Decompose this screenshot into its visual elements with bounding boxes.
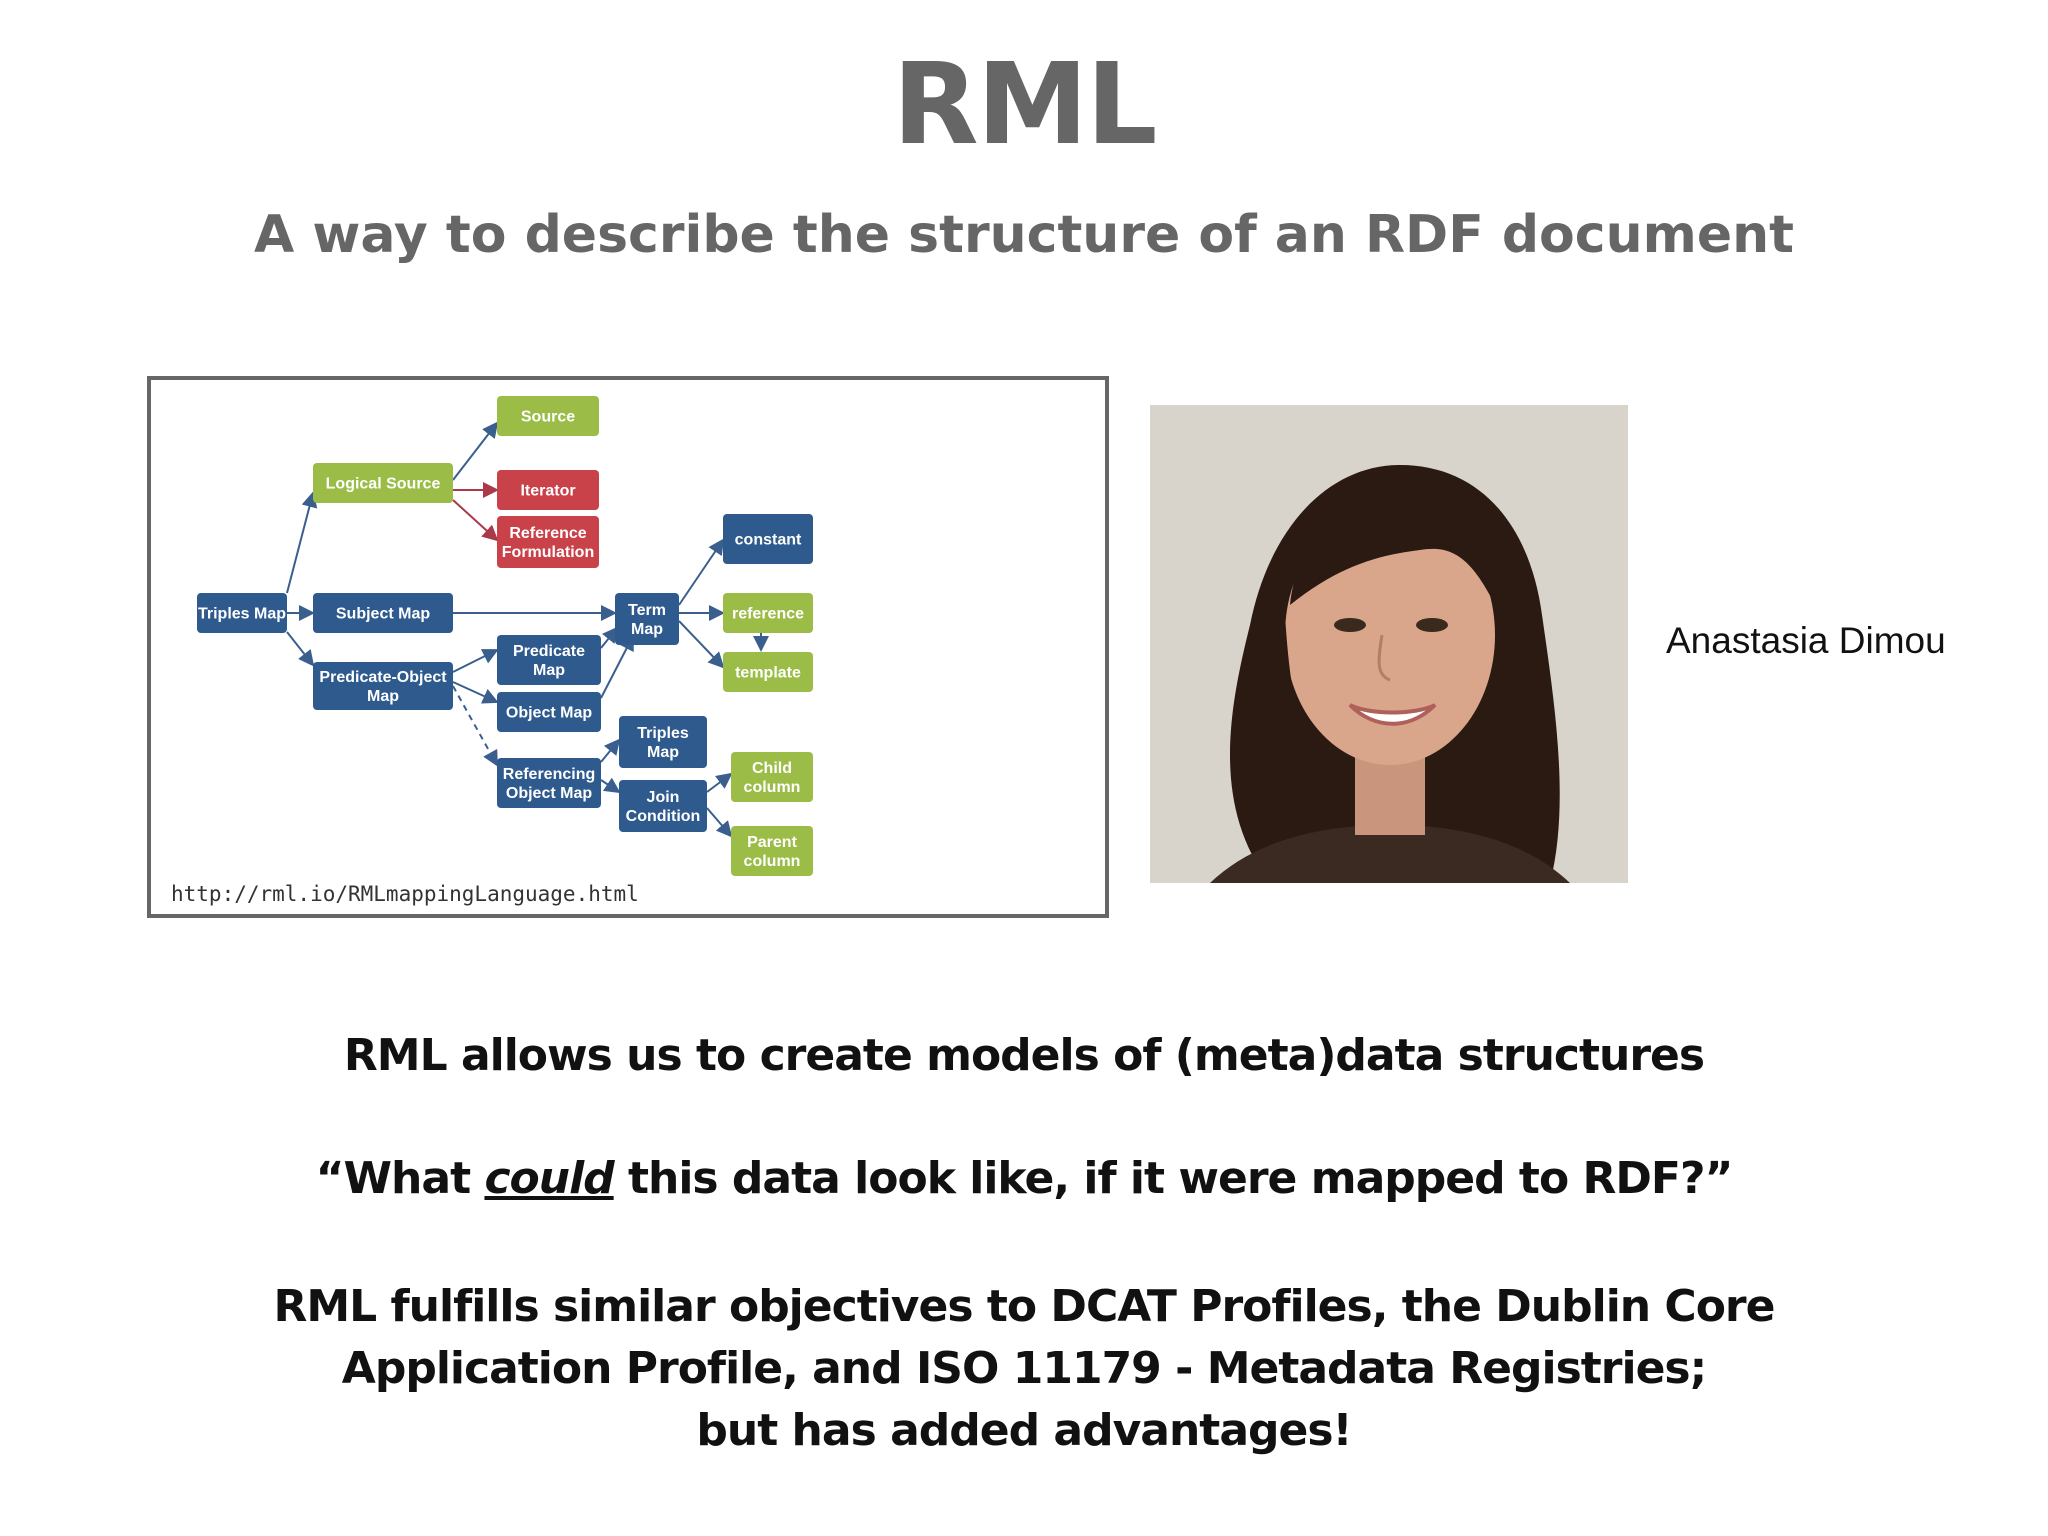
portrait-illustration bbox=[1150, 405, 1628, 883]
node-parent-column: Parent column bbox=[731, 826, 813, 876]
node-label: Map bbox=[631, 621, 663, 638]
comparison-line-1: RML fulfills similar objectives to DCAT … bbox=[273, 1281, 1776, 1332]
node-subject-map: Subject Map bbox=[313, 593, 453, 633]
node-iterator: Iterator bbox=[497, 470, 599, 510]
node-label: Condition bbox=[626, 808, 701, 825]
node-label: Triples bbox=[637, 725, 689, 742]
node-label: Reference bbox=[509, 525, 586, 542]
node-label: Join bbox=[647, 789, 680, 806]
node-label: Logical Source bbox=[326, 476, 441, 493]
node-source: Source bbox=[497, 396, 599, 436]
diagram-source-url: http://rml.io/RMLmappingLanguage.html bbox=[171, 882, 639, 906]
statement-models: RML allows us to create models of (meta)… bbox=[343, 1030, 1705, 1081]
node-reference: reference bbox=[723, 593, 813, 633]
slide-subtitle: A way to describe the structure of an RD… bbox=[254, 205, 1794, 265]
node-constant: constant bbox=[723, 514, 813, 564]
node-template: template bbox=[723, 652, 813, 692]
node-object-map: Object Map bbox=[497, 692, 601, 732]
statement-comparison: RML fulfills similar objectives to DCAT … bbox=[0, 1276, 2048, 1462]
node-label: Object Map bbox=[506, 785, 592, 802]
node-label: column bbox=[744, 779, 801, 796]
portrait-photo bbox=[1150, 405, 1628, 883]
slide-title: RML bbox=[892, 40, 1157, 170]
node-label: Formulation bbox=[502, 544, 594, 561]
node-triples-map: Triples Map bbox=[197, 593, 287, 633]
node-label: Term bbox=[628, 602, 666, 619]
node-child-column: Child column bbox=[731, 752, 813, 802]
node-label: reference bbox=[732, 606, 804, 623]
node-label: Predicate bbox=[513, 643, 585, 660]
node-label: Iterator bbox=[520, 483, 575, 500]
node-label: Referencing bbox=[503, 766, 595, 783]
node-label: Child bbox=[752, 760, 792, 777]
comparison-line-2: Application Profile, and ISO 11179 - Met… bbox=[341, 1343, 1707, 1394]
node-label: Source bbox=[521, 409, 575, 426]
question-part-1: “What bbox=[315, 1153, 485, 1204]
node-label: Parent bbox=[747, 834, 797, 851]
question-emphasis: could bbox=[484, 1153, 614, 1204]
node-label: Map bbox=[533, 662, 565, 679]
person-name: Anastasia Dimou bbox=[1666, 620, 1946, 661]
question-part-2: this data look like, if it were mapped t… bbox=[613, 1153, 1733, 1204]
comparison-line-3: but has added advantages! bbox=[696, 1405, 1352, 1456]
node-label: constant bbox=[735, 532, 802, 549]
node-label: Triples Map bbox=[198, 606, 286, 623]
node-label: Predicate-Object bbox=[319, 669, 447, 686]
node-label: Map bbox=[647, 744, 679, 761]
node-label: template bbox=[735, 665, 801, 682]
statement-question: “What could this data look like, if it w… bbox=[0, 1153, 2048, 1204]
node-label: Subject Map bbox=[336, 606, 430, 623]
node-logical-source: Logical Source bbox=[313, 463, 453, 503]
node-label: column bbox=[744, 853, 801, 870]
node-label: Object Map bbox=[506, 705, 592, 722]
diagram-edges bbox=[286, 421, 769, 838]
node-label: Map bbox=[367, 688, 399, 705]
